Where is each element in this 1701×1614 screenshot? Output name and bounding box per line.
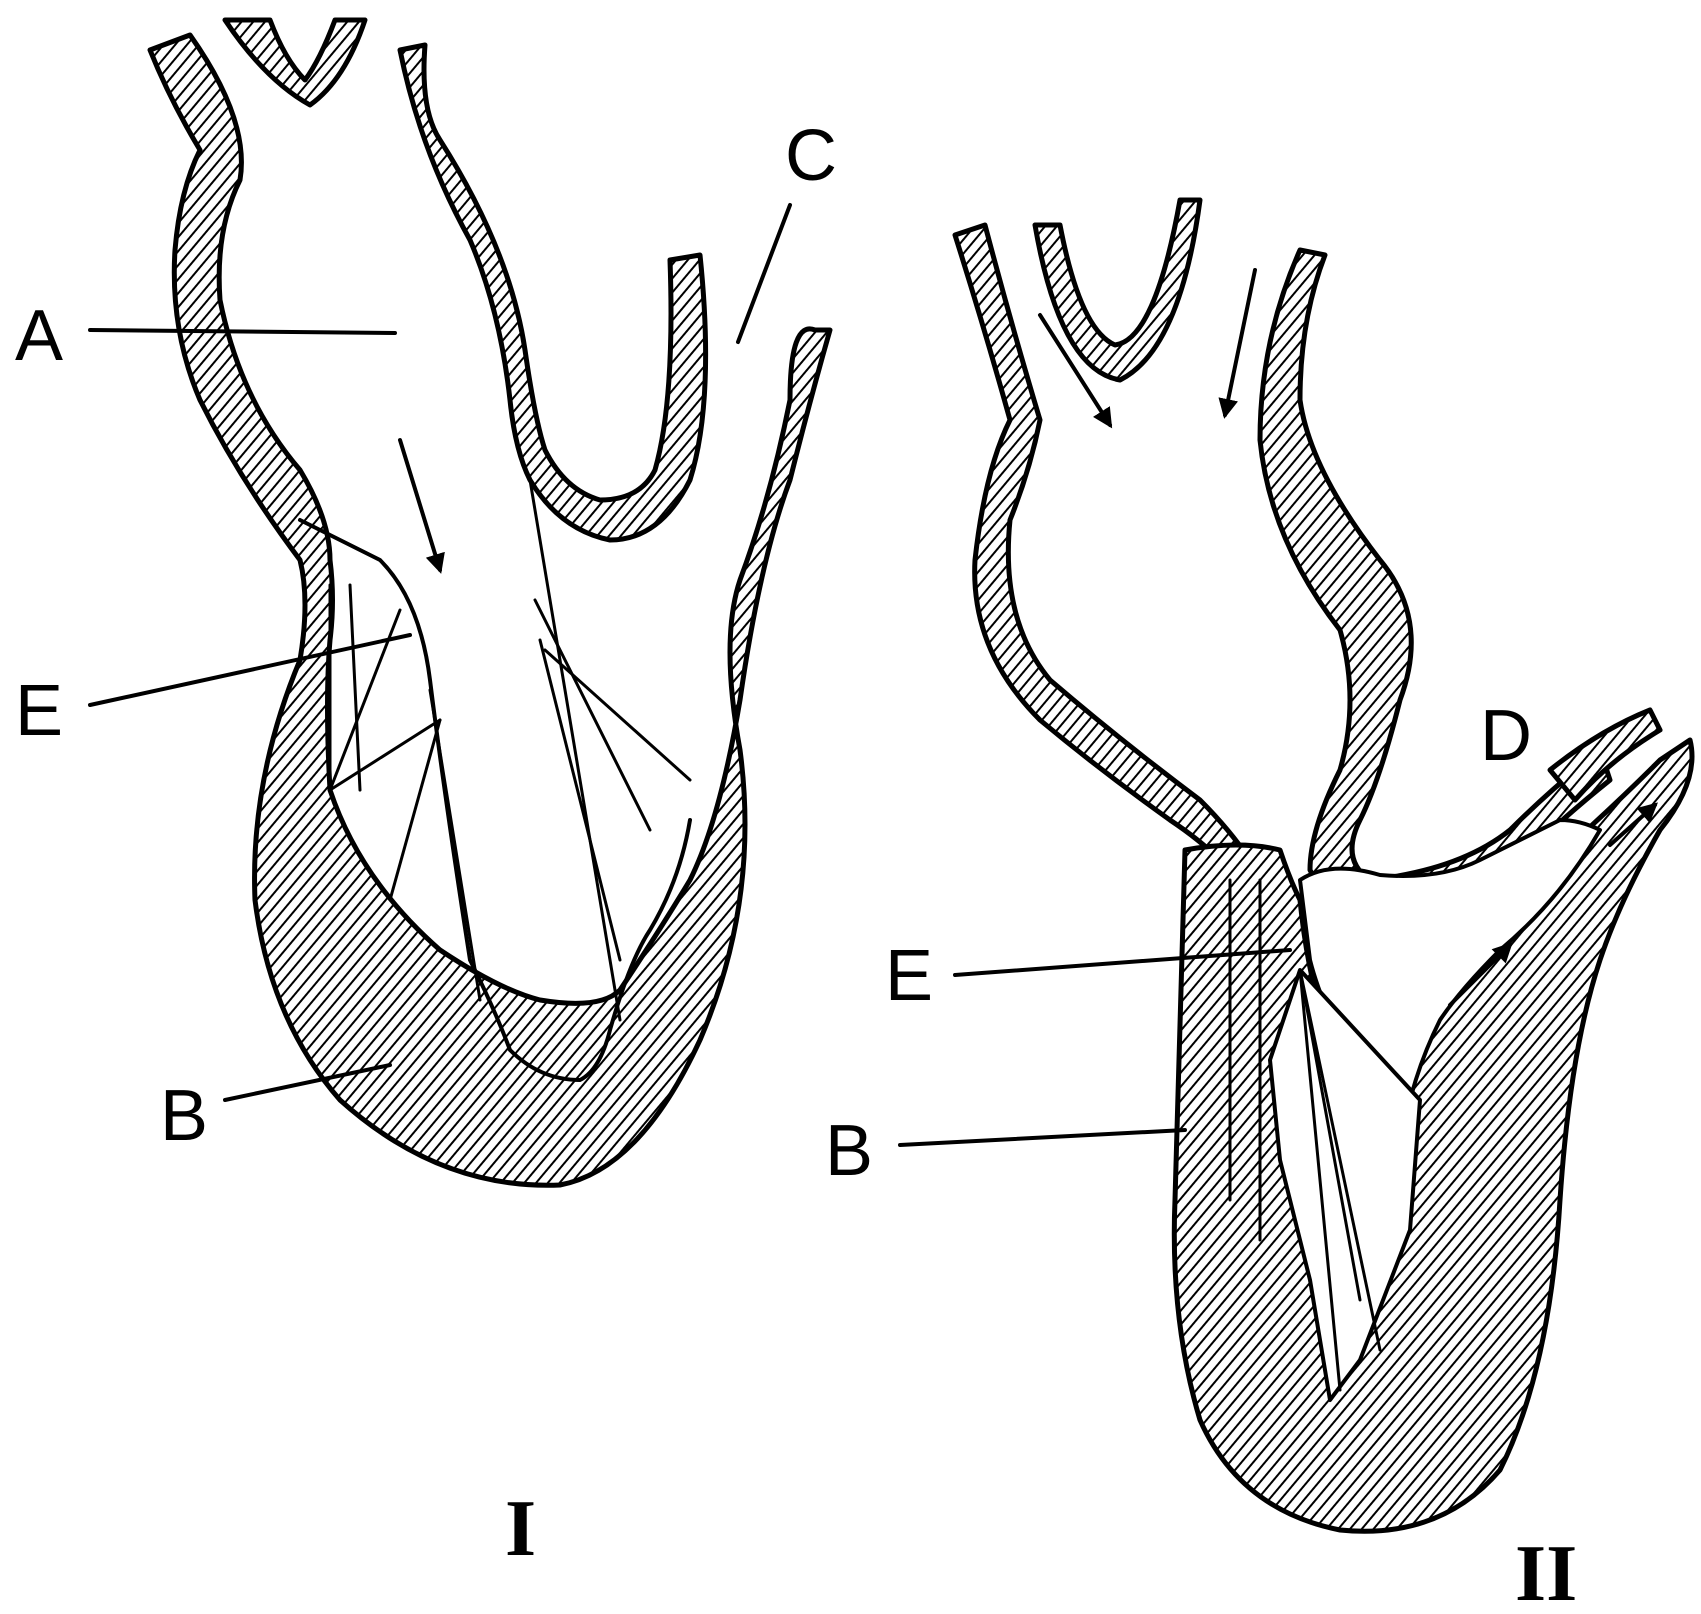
figure-two-roman-label: II [1515, 1530, 1577, 1614]
figure-one-label-c: C [785, 116, 837, 196]
figure-two: D E B II [825, 200, 1692, 1614]
figure-two-label-e: E [885, 936, 933, 1016]
figure-two-label-b: B [825, 1111, 873, 1191]
figure-two-label-d: D [1480, 696, 1532, 776]
figure-two-top-vessel [1035, 200, 1200, 380]
figure-one-leader-c [738, 205, 790, 342]
figure-two-leader-b [900, 1130, 1185, 1145]
figure-two-ventricle [1174, 740, 1692, 1531]
figure-one-label-a: A [15, 296, 63, 376]
figure-one-top-vessel [225, 20, 365, 105]
figure-one: A C E B I [15, 20, 837, 1573]
figure-two-flow-arrow-two [1225, 270, 1255, 415]
figure-one-aorta-wall [400, 45, 706, 540]
figure-one-label-b: B [160, 1076, 208, 1156]
figure-one-flow-arrow [400, 440, 440, 570]
figure-one-leader-a [90, 330, 395, 333]
figure-one-left-wall [150, 35, 830, 1185]
figure-one-roman-label: I [505, 1485, 536, 1573]
figure-one-label-e: E [15, 671, 63, 751]
figure-one-leader-e [90, 635, 410, 705]
figure-two-left-wall [955, 225, 1250, 860]
